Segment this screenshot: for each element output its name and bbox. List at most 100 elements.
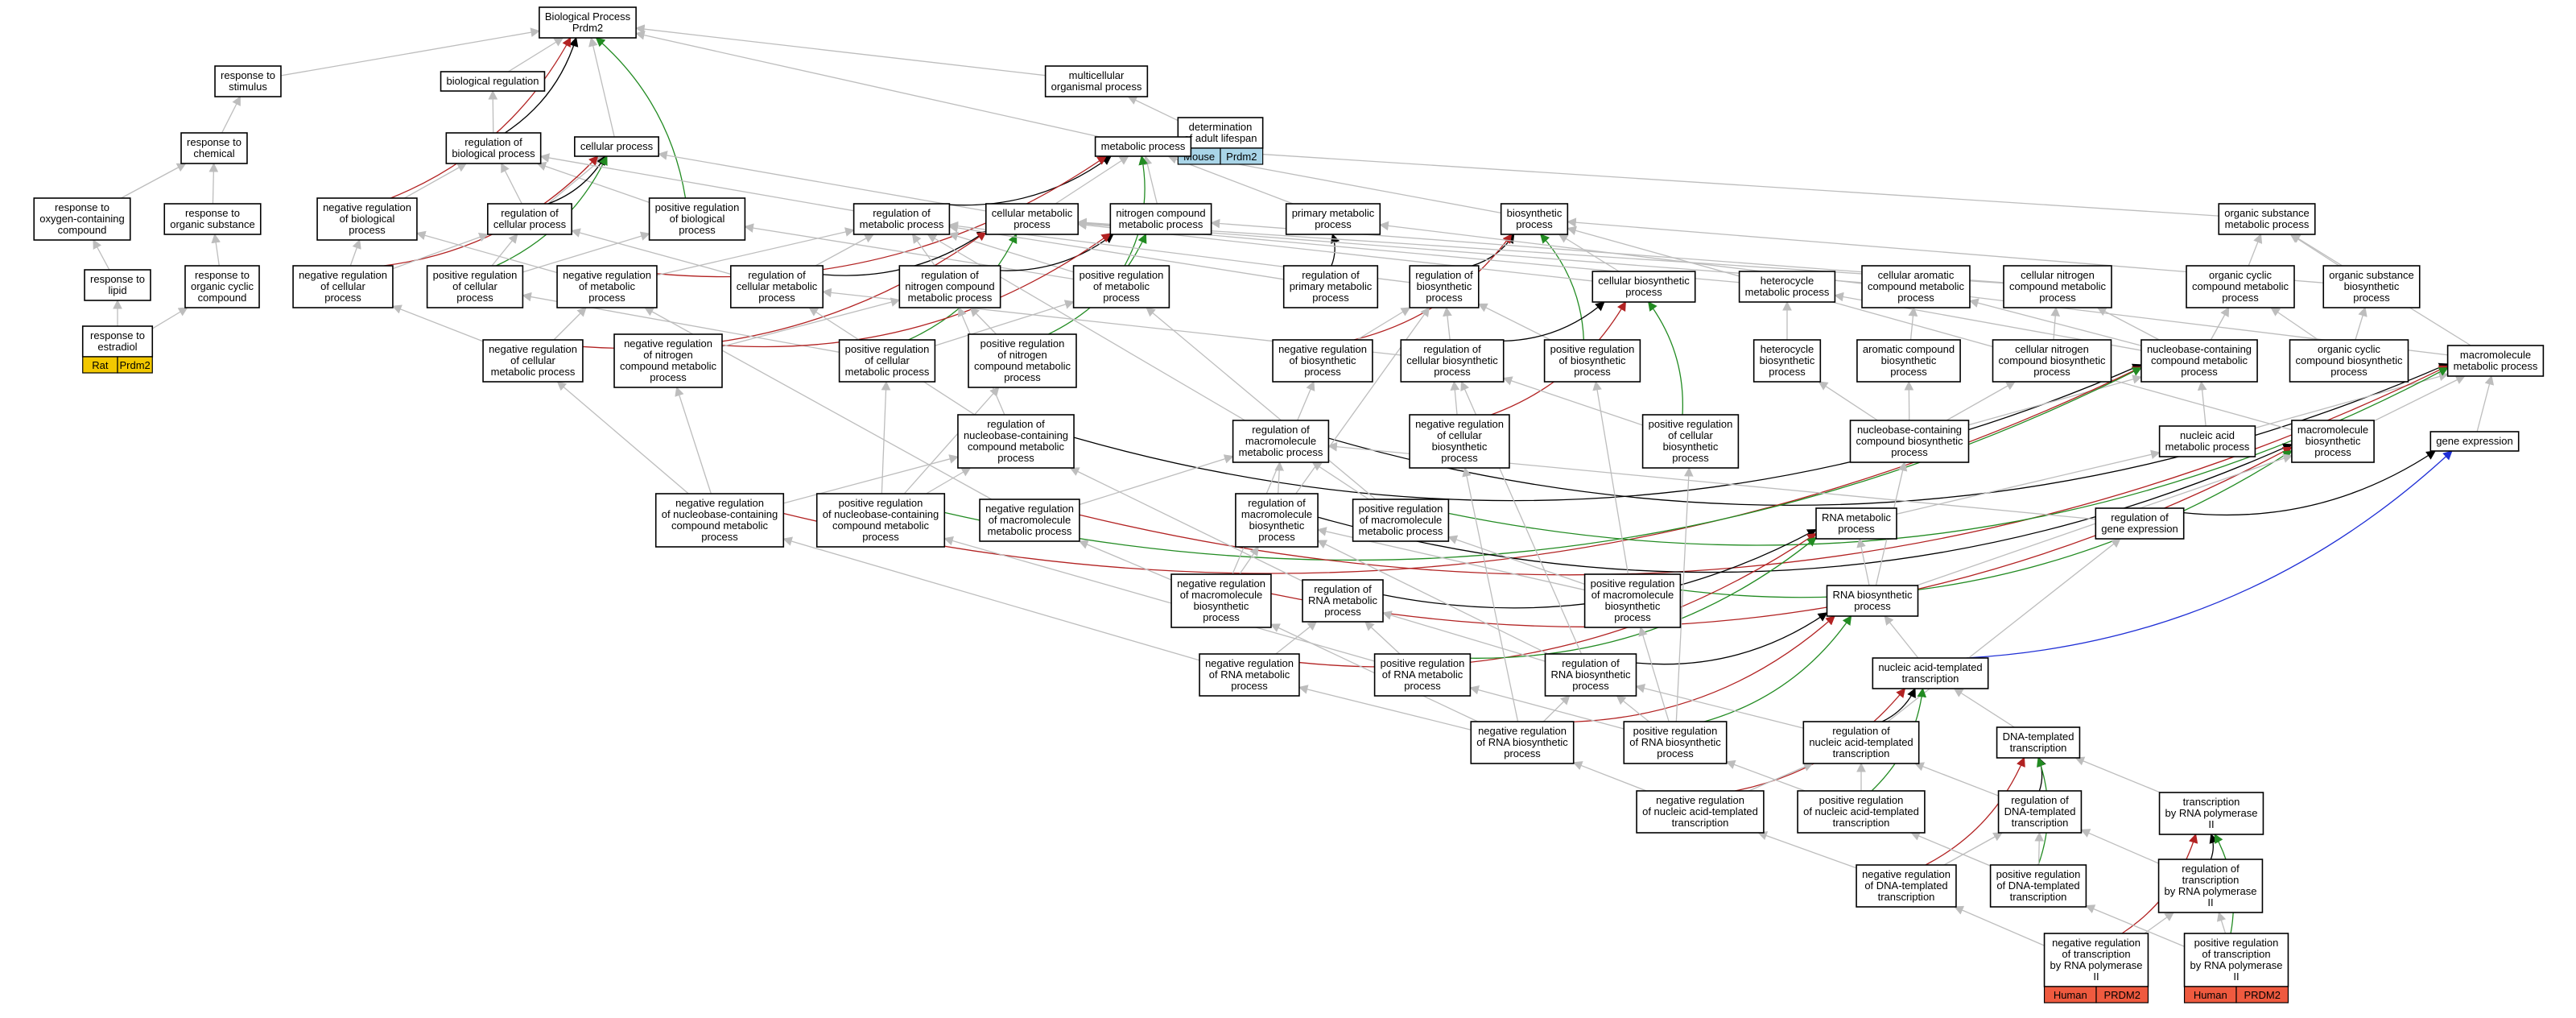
go-term-label: aromatic compound [1863, 343, 1955, 355]
go-term-node[interactable]: cellular process [574, 136, 659, 157]
go-term-label: biosynthetic [1663, 441, 1719, 453]
go-term-label: of nucleobase-containing [662, 508, 778, 520]
go-term-node[interactable]: regulation ofnucleobase-containingcompou… [957, 414, 1075, 469]
species-gene-tag[interactable]: PRDM2 [2095, 986, 2149, 1004]
go-term-node[interactable]: biological regulation [440, 71, 546, 92]
species-gene-tag[interactable]: Human [2183, 986, 2237, 1004]
species-gene-tag[interactable]: Rat [82, 356, 118, 374]
go-term-box [445, 132, 542, 164]
go-term-box [957, 414, 1075, 469]
edge-is-a [2144, 912, 2175, 934]
species-gene-tag[interactable]: Human [2043, 986, 2097, 1004]
go-term-label: regulation of [1314, 583, 1372, 595]
species-gene-tag[interactable]: Prdm2 [117, 356, 153, 374]
go-term-node[interactable]: gene expression [2429, 431, 2520, 452]
species-gene-tag[interactable]: Prdm2 [1220, 147, 1264, 165]
species-gene-tag[interactable]: PRDM2 [2235, 986, 2289, 1004]
species-gene-tag-text: Human [2194, 989, 2227, 1001]
go-term-node[interactable]: metabolic process [1094, 136, 1192, 157]
go-term-node[interactable]: regulation ofmacromoleculebiosyntheticpr… [1235, 493, 1319, 548]
